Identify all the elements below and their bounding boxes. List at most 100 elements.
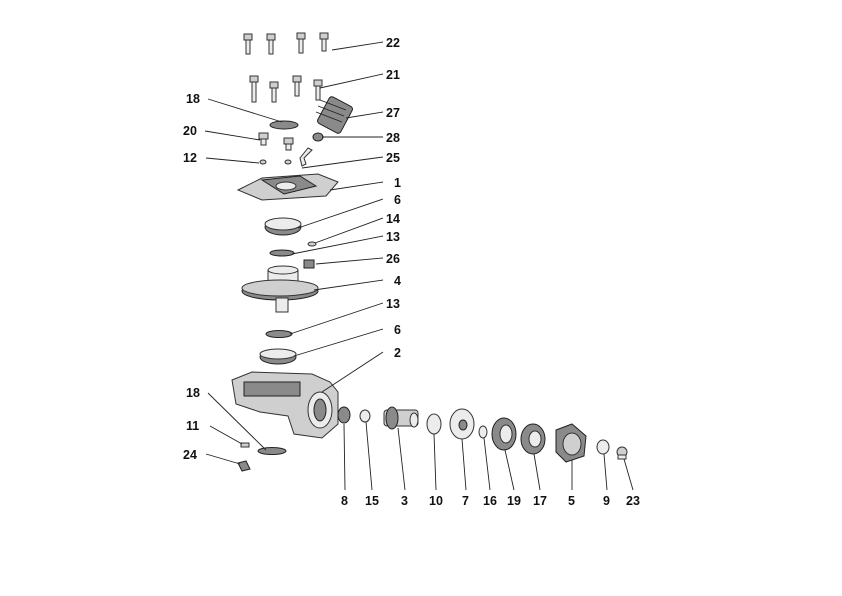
label-15: 15 xyxy=(365,494,379,508)
label-23: 23 xyxy=(626,494,640,508)
label-6-bottom: 6 xyxy=(394,323,401,337)
pin-11 xyxy=(240,442,250,448)
bolt-21-a xyxy=(249,75,259,103)
leader-17 xyxy=(533,453,541,491)
label-26: 26 xyxy=(386,252,400,266)
plug-26 xyxy=(303,259,315,269)
label-17: 17 xyxy=(533,494,547,508)
label-1: 1 xyxy=(394,176,401,190)
washer-12-b xyxy=(284,159,292,165)
label-18-bottom: 18 xyxy=(186,386,200,400)
gasket-18-bottom xyxy=(257,447,287,455)
label-6-top: 6 xyxy=(394,193,401,207)
drain-plug-24 xyxy=(237,460,251,472)
washer-7 xyxy=(449,408,475,440)
oring-13-top xyxy=(269,249,295,257)
leader-10 xyxy=(433,433,437,491)
label-25: 25 xyxy=(386,151,400,165)
leader-14 xyxy=(314,217,384,244)
label-18-top: 18 xyxy=(186,92,200,106)
bolt-21-c xyxy=(292,75,302,97)
label-13-bottom: 13 xyxy=(386,297,400,311)
ring-14 xyxy=(307,241,317,247)
label-9: 9 xyxy=(603,494,610,508)
housing-2 xyxy=(231,371,339,439)
bolt-22-b xyxy=(266,33,276,55)
pin-25 xyxy=(299,147,313,167)
spring-27 xyxy=(315,96,353,134)
leader-6a xyxy=(297,198,384,229)
nut-9 xyxy=(596,439,610,455)
plug-20 xyxy=(258,132,269,146)
plug-20-b xyxy=(283,137,294,151)
nut-28 xyxy=(312,132,324,142)
label-7: 7 xyxy=(462,494,469,508)
bearing-19 xyxy=(491,417,517,451)
leader-18b xyxy=(207,392,267,451)
leader-12 xyxy=(205,157,260,164)
leader-18a xyxy=(207,98,283,123)
label-16: 16 xyxy=(483,494,497,508)
part-labels: 22 21 18 27 20 28 12 25 1 6 14 13 26 4 1… xyxy=(183,36,640,508)
leader-19 xyxy=(504,449,515,491)
label-10: 10 xyxy=(429,494,443,508)
leader-2 xyxy=(321,351,384,393)
leader-15 xyxy=(365,421,373,491)
washer-12 xyxy=(259,159,267,165)
label-21: 21 xyxy=(386,68,400,82)
ring-16 xyxy=(478,425,488,439)
label-19: 19 xyxy=(507,494,521,508)
part-8 xyxy=(337,406,351,424)
ring-10 xyxy=(426,413,442,435)
label-24: 24 xyxy=(183,448,197,462)
bearing-6-top xyxy=(264,217,302,236)
seal-17 xyxy=(520,423,546,455)
leader-24 xyxy=(205,453,241,465)
leader-6b xyxy=(293,328,384,357)
flange-4 xyxy=(241,265,319,313)
label-27: 27 xyxy=(386,106,400,120)
bolt-22-c xyxy=(296,32,306,54)
bolt-23 xyxy=(616,446,628,460)
shaft-3 xyxy=(383,406,419,430)
bolt-22-d xyxy=(319,32,329,52)
leader-25 xyxy=(301,156,384,169)
leader-3 xyxy=(397,427,406,491)
oring-13-bottom xyxy=(265,330,293,338)
label-3: 3 xyxy=(401,494,408,508)
leader-11 xyxy=(209,425,243,445)
label-11: 11 xyxy=(186,419,199,433)
label-14: 14 xyxy=(386,212,400,226)
leader-20 xyxy=(204,130,261,141)
leader-26 xyxy=(315,257,384,265)
leader-1 xyxy=(329,181,384,191)
bolt-21-b xyxy=(269,81,279,103)
label-22: 22 xyxy=(386,36,400,50)
label-28: 28 xyxy=(386,131,400,145)
leader-lines xyxy=(204,41,634,491)
bearing-6-bottom xyxy=(259,348,297,365)
label-2: 2 xyxy=(394,346,401,360)
leader-27 xyxy=(345,111,384,119)
label-8: 8 xyxy=(341,494,348,508)
yoke-5 xyxy=(555,423,587,463)
leader-7 xyxy=(461,438,467,491)
leader-16 xyxy=(483,437,491,491)
leader-21 xyxy=(319,73,384,89)
leader-13a xyxy=(291,235,384,255)
label-5: 5 xyxy=(568,494,575,508)
label-13-top: 13 xyxy=(386,230,400,244)
leader-23 xyxy=(623,458,634,491)
bolt-21-d xyxy=(313,79,323,101)
leader-9 xyxy=(603,453,608,491)
leader-22 xyxy=(331,41,384,51)
label-4: 4 xyxy=(394,274,401,288)
leader-4 xyxy=(313,279,384,291)
leader-8 xyxy=(343,423,346,491)
bolt-22-a xyxy=(243,33,253,55)
part-15 xyxy=(359,409,371,423)
gasket-18-top xyxy=(269,120,299,130)
leader-13b xyxy=(289,302,384,335)
cover-1 xyxy=(236,173,339,201)
